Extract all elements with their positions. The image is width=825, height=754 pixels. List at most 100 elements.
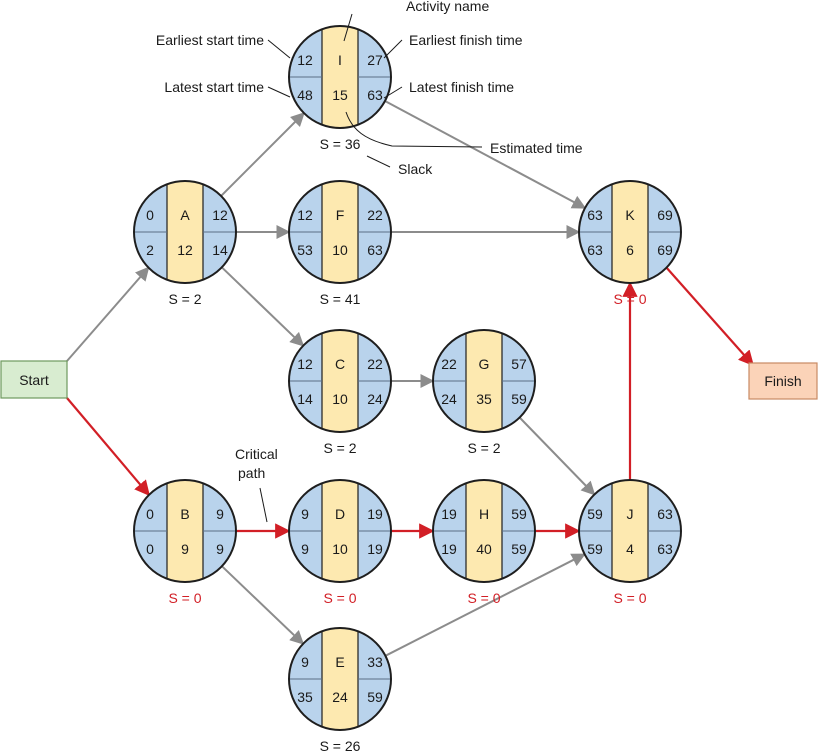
node-a-latest-finish: 14 [212,242,228,258]
node-e-estimated-time: 24 [332,689,348,705]
activity-band [167,480,203,582]
activity-node-h: 19 H 59 19 40 59 S = 0 [432,479,536,606]
node-c-latest-finish: 24 [367,391,383,407]
node-f-activity-name: F [336,207,345,223]
node-h-estimated-time: 40 [476,541,492,557]
node-c-earliest-start: 12 [297,356,313,372]
edge-i-to-k [384,100,587,209]
node-i-slack: S = 36 [320,136,361,152]
leader-slack [366,155,391,168]
node-b-latest-finish: 9 [216,541,224,557]
node-d-latest-finish: 19 [367,541,383,557]
node-i-earliest-start: 12 [297,52,313,68]
node-i-activity-name: I [338,52,342,68]
legend-slack: Slack [398,161,433,177]
node-j-slack: S = 0 [613,590,646,606]
node-outline [288,180,392,284]
start-label: Start [19,372,49,388]
node-f-slack: S = 41 [320,291,361,307]
node-f-estimated-time: 10 [332,242,348,258]
node-i-latest-start: 48 [297,87,313,103]
node-j-activity-name: J [627,506,634,522]
node-k-earliest-finish: 69 [657,207,673,223]
legend-critical-path-line2: path [238,465,265,481]
node-f-earliest-finish: 22 [367,207,383,223]
node-k-slack: S = 0 [613,291,646,307]
node-k-latest-start: 63 [587,242,603,258]
node-f-latest-finish: 63 [367,242,383,258]
node-g-earliest-start: 22 [441,356,457,372]
node-e-latest-finish: 59 [367,689,383,705]
node-outline [288,25,392,129]
edge-b-to-e [221,565,305,645]
legend-labels: Activity name Earliest start time Earlie… [156,0,583,481]
leader-latest-finish [383,86,403,99]
activity-band [466,480,502,582]
activity-band [322,330,358,432]
node-c-estimated-time: 10 [332,391,348,407]
node-h-slack: S = 0 [467,590,500,606]
finish-label: Finish [764,373,801,389]
node-h-latest-finish: 59 [511,541,527,557]
node-g-activity-name: G [479,356,490,372]
start-node: Start [0,360,68,399]
node-a-earliest-start: 0 [146,207,154,223]
node-f-latest-start: 53 [297,242,313,258]
node-g-earliest-finish: 57 [511,356,527,372]
node-h-latest-start: 19 [441,541,457,557]
leader-latest-start [267,86,291,98]
node-g-slack: S = 2 [467,440,500,456]
node-outline [578,479,682,583]
node-c-earliest-finish: 22 [367,356,383,372]
node-f-earliest-start: 12 [297,207,313,223]
node-i-estimated-time: 15 [332,87,348,103]
node-j-latest-finish: 63 [657,541,673,557]
node-b-latest-start: 0 [146,541,154,557]
node-a-earliest-finish: 12 [212,207,228,223]
node-outline [288,627,392,731]
activity-band [167,181,203,283]
legend-earliest-finish: Earliest finish time [409,32,523,48]
edge-k-to-finish [665,266,755,367]
node-h-activity-name: H [479,506,489,522]
node-e-slack: S = 26 [320,738,361,754]
leader-earliest-start [267,39,291,59]
leader-estimated-time [345,111,483,148]
node-k-estimated-time: 6 [626,242,634,258]
start-box [0,360,68,399]
node-outline [133,479,237,583]
leader-earliest-finish [383,39,403,59]
node-a-estimated-time: 12 [177,242,193,258]
node-j-estimated-time: 4 [626,541,634,557]
legend-earliest-start: Earliest start time [156,32,264,48]
node-c-slack: S = 2 [323,440,356,456]
node-i-earliest-finish: 27 [367,52,383,68]
node-h-earliest-finish: 59 [511,506,527,522]
legend-activity-name: Activity name [406,0,489,14]
node-b-earliest-finish: 9 [216,506,224,522]
node-c-latest-start: 14 [297,391,313,407]
activity-band [612,181,648,283]
activity-band [466,330,502,432]
legend-latest-finish: Latest finish time [409,79,514,95]
legend-latest-start: Latest start time [164,79,264,95]
activity-band [322,26,358,128]
node-h-earliest-start: 19 [441,506,457,522]
node-e-earliest-start: 9 [301,654,309,670]
activity-band [322,480,358,582]
node-d-earliest-finish: 19 [367,506,383,522]
node-g-latest-finish: 59 [511,391,527,407]
node-a-activity-name: A [180,207,190,223]
node-outline [432,329,536,433]
node-k-activity-name: K [625,207,635,223]
finish-box [748,362,818,400]
node-g-latest-start: 24 [441,391,457,407]
node-e-latest-start: 35 [297,689,313,705]
